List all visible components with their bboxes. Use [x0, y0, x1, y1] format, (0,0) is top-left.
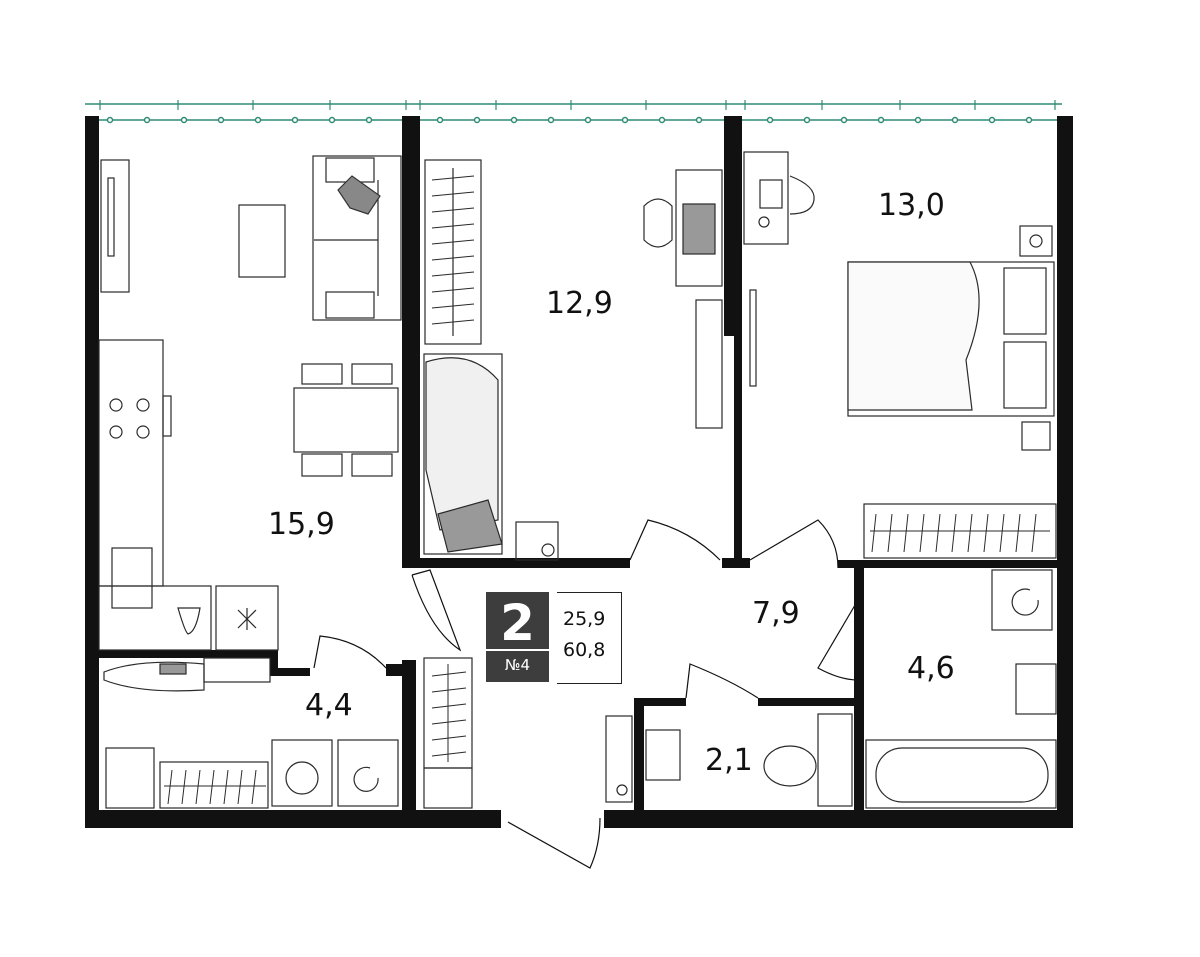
living-area: 25,9 [563, 608, 606, 630]
room-area-toilet: 2,1 [705, 743, 753, 778]
balcony-railing [85, 100, 1062, 124]
total-area: 60,8 [563, 639, 606, 661]
room-area-kitchen-living: 15,9 [268, 507, 335, 542]
badge-divider [486, 649, 549, 651]
area-summary: 25,9 60,8 [557, 592, 622, 684]
apartment-badge: 2 №4 [486, 592, 549, 682]
room-count: 2 [500, 594, 535, 652]
furniture [98, 151, 1057, 809]
room-area-hallway: 7,9 [752, 596, 800, 631]
room-area-laundry: 4,4 [305, 688, 353, 723]
room-area-bedroom-middle: 12,9 [546, 286, 613, 321]
doors [313, 519, 859, 869]
room-area-bedroom-right: 13,0 [878, 188, 945, 223]
walls [85, 116, 1073, 828]
room-area-bathroom: 4,6 [907, 651, 955, 686]
apartment-number: №4 [504, 656, 531, 674]
